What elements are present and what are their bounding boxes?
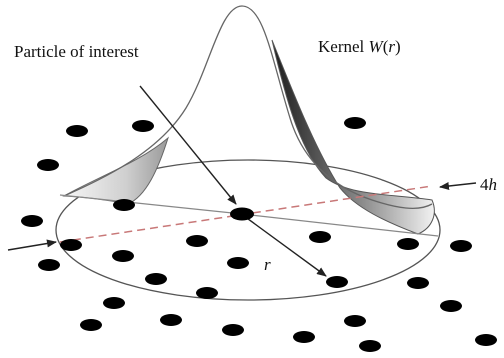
particle-dot: [450, 240, 472, 252]
particle-dot: [113, 199, 135, 211]
particle-dot: [145, 273, 167, 285]
particle-dot: [112, 250, 134, 262]
particles: [21, 117, 497, 352]
particle-pointer-arrow: [139, 85, 237, 205]
particle-dot: [293, 331, 315, 343]
kernel-right-shade: [271, 39, 435, 235]
kernel-label-paren-open: (: [383, 37, 389, 56]
particle-dot: [38, 259, 60, 271]
kernel-label-func: W: [369, 37, 385, 56]
particle-dot: [196, 287, 218, 299]
particle-dot: [160, 314, 182, 326]
support-arrow-left: [7, 239, 57, 251]
particle-dot: [227, 257, 249, 269]
particle-dot: [66, 125, 88, 137]
diameter-line-solid-right: [241, 213, 439, 237]
particle-dot: [21, 215, 43, 227]
particle-dot: [132, 120, 154, 132]
particle-dot: [440, 300, 462, 312]
particle-dot: [397, 238, 419, 250]
radius-label: r: [264, 255, 271, 274]
particle-dot: [37, 159, 59, 171]
kernel-label-paren-close: ): [395, 37, 401, 56]
particle-of-interest-dot: [230, 207, 254, 221]
particle-dot: [344, 315, 366, 327]
particle-dot: [344, 117, 366, 129]
diameter-line-solid-left: [59, 194, 243, 215]
particle-dot: [80, 319, 102, 331]
support-radius-var: h: [489, 175, 498, 194]
kernel-label-prefix: Kernel: [318, 37, 369, 56]
particle-dot: [475, 334, 497, 346]
kernel-label: Kernel W(r): [318, 37, 401, 56]
particle-dot: [326, 276, 348, 288]
particle-dot: [222, 324, 244, 336]
support-radius-number: 4: [480, 175, 489, 194]
support-arrow-right: [439, 182, 477, 190]
particle-dot: [103, 297, 125, 309]
particle-dot: [407, 277, 429, 289]
particle-dot: [359, 340, 381, 352]
particle-dot: [309, 231, 331, 243]
particle-dot: [186, 235, 208, 247]
kernel-bell-curve: [63, 5, 433, 210]
radius-arrow: [243, 215, 327, 277]
support-radius-label: 4h: [480, 175, 497, 194]
support-domain-ellipse: [55, 159, 441, 301]
kernel-label-arg: r: [388, 37, 395, 56]
particle-dot: [60, 239, 82, 251]
particle-of-interest-label: Particle of interest: [14, 42, 139, 61]
